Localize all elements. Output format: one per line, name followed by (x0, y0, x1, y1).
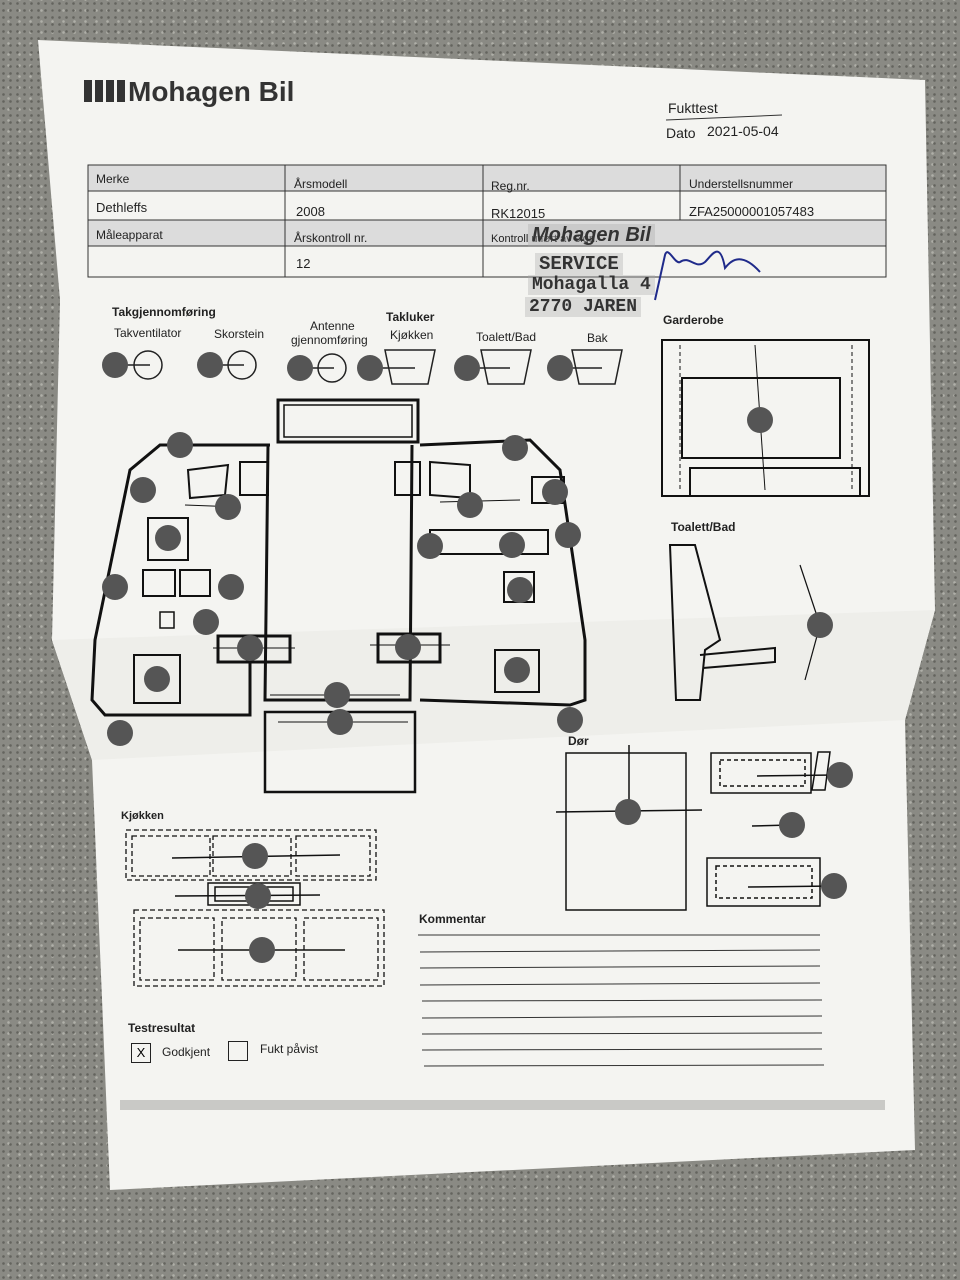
checkbox-fukt-pavist[interactable] (228, 1041, 248, 1061)
header-maleapparat: Måleapparat (96, 228, 163, 242)
label-bak: Bak (587, 331, 608, 345)
label-antenne-line1: Antenne (310, 319, 355, 333)
garderobe-diagram (661, 339, 870, 497)
section-kjokken: Kjøkken (121, 810, 164, 822)
door-diagram (555, 745, 836, 911)
stamp-service: SERVICE (535, 253, 623, 275)
brand-logo-bars (84, 80, 125, 102)
stamp-postcode: 2770 JAREN (525, 297, 642, 317)
checkbox-godkjent[interactable]: X (131, 1043, 151, 1063)
header-regnr: Reg.nr. (491, 179, 530, 193)
header-understell: Understellsnummer (689, 177, 794, 191)
header-merke: Merke (96, 172, 130, 186)
date-label: Dato (666, 125, 696, 141)
comment-lines (418, 934, 825, 1067)
testresultat-title: Testresultat (128, 1021, 196, 1035)
document-title: Fukttest (668, 100, 718, 116)
header-arskontroll: Årskontroll nr. (294, 231, 368, 245)
info-table-grid (87, 164, 887, 278)
label-kjokken-hatch: Kjøkken (390, 328, 434, 342)
section-takluker: Takluker (386, 310, 435, 324)
section-garderobe: Garderobe (663, 313, 724, 327)
value-merke: Dethleffs (96, 200, 148, 215)
value-regnr: RK12015 (491, 206, 546, 221)
label-antenne-line2: gjennomføring (291, 333, 368, 347)
header-arsmodell: Årsmodell (294, 177, 348, 191)
section-takgjennomforing: Takgjennomføring (112, 305, 216, 319)
label-takventilator: Takventilator (114, 326, 182, 340)
value-arskontroll: 12 (296, 256, 311, 271)
header-kontroll-sign: Kontroll utført av sign. (491, 233, 598, 245)
section-toalett-bad: Toalett/Bad (671, 520, 736, 534)
label-skorstein: Skorstein (214, 327, 265, 341)
kitchen-diagram (125, 829, 385, 987)
brand-name: Mohagen Bil (128, 76, 295, 107)
stamp-address: Mohagalla 4 (528, 275, 655, 295)
date-value: 2021-05-04 (707, 123, 779, 139)
value-understell: ZFA25000001057483 (689, 204, 815, 219)
signature (654, 250, 761, 301)
label-fukt-pavist: Fukt påvist (260, 1042, 319, 1056)
value-arsmodell: 2008 (296, 204, 325, 219)
label-toalett-hatch: Toalett/Bad (476, 330, 537, 344)
section-dor: Dør (568, 734, 589, 748)
stamp-brand: Mohagen Bil (528, 224, 655, 247)
section-kommentar: Kommentar (419, 912, 486, 926)
label-godkjent: Godkjent (162, 1045, 211, 1059)
measurement-dots (102, 352, 853, 963)
